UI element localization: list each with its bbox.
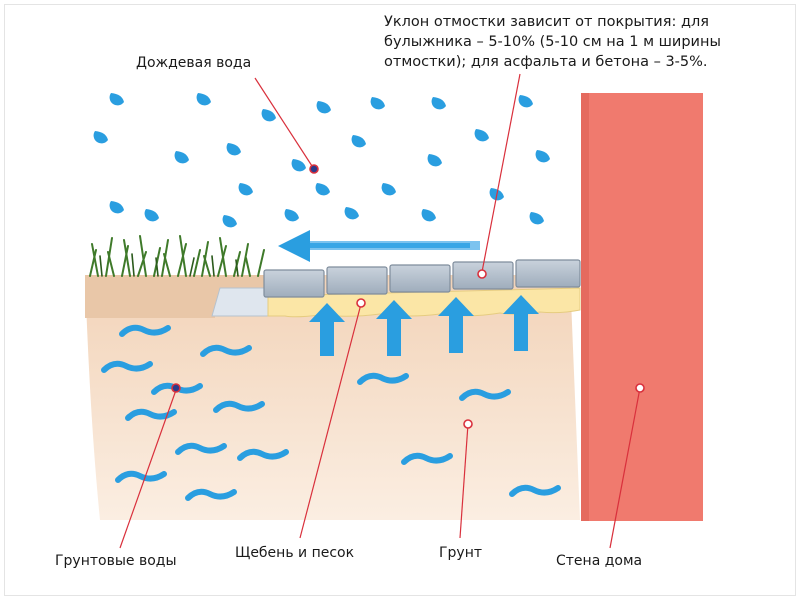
rain-drop [226,143,241,156]
rain-drops [93,93,550,228]
label-gravel-sand: Щебень и песок [235,545,355,561]
rain-drop [421,209,436,222]
rain-drop [431,97,446,110]
rain-drop [144,209,159,222]
rain-drop [315,183,330,196]
rain-drop [291,159,306,172]
up-arrow [503,295,539,351]
capillary-arrows [309,295,539,356]
wave [185,488,237,501]
rain-drop [196,93,211,106]
up-arrow [376,300,412,356]
leader-lines [119,73,641,549]
label-rain-water: Дождевая вода [136,55,252,71]
up-arrow [438,297,474,353]
rain-drop [427,154,442,167]
rain-drop [261,109,276,122]
rain-drop [535,150,550,163]
wave [101,360,153,373]
ground-water-waves [101,324,561,501]
wave [509,484,561,497]
wave [357,372,409,385]
rain-drop [474,129,489,142]
slope-note: Уклон отмостки зависит от покрытия: для … [384,12,784,72]
rain-drop [316,101,331,114]
wave [200,344,252,357]
label-house-wall: Стена дома [556,553,643,569]
rain-drop [518,95,533,108]
wave [401,452,453,465]
wave [115,470,167,483]
label-ground-water: Грунтовые воды [55,553,177,569]
house-wall-shade [581,93,589,521]
slope-note-line: отмостки); для асфальта и бетона – 3-5%. [384,54,708,70]
wave [175,442,227,455]
rain-drop [529,212,544,225]
grass [89,235,265,277]
leader-dots [171,164,645,429]
up-arrow [309,303,345,356]
grass-dark [99,253,239,277]
rain-drop [222,215,237,228]
wave [213,400,265,413]
house-wall [581,93,703,521]
rain-drop [238,183,253,196]
rain-drop [344,207,359,220]
slope-note-line: булыжника – 5-10% (5-10 см на 1 м ширины [384,34,721,50]
wave [119,324,171,337]
wave [459,388,511,401]
rain-drop [381,183,396,196]
rain-drop [109,93,124,106]
label-soil: Грунт [439,545,483,561]
rain-drop [284,209,299,222]
runoff-arrow [278,230,480,262]
rain-drop [109,201,124,214]
slope-note-line: Уклон отмостки зависит от покрытия: для [384,14,709,30]
rain-drop [351,135,366,148]
rain-drop [174,151,189,164]
rain-drop [93,131,108,144]
wave [237,448,289,461]
rain-drop [370,97,385,110]
